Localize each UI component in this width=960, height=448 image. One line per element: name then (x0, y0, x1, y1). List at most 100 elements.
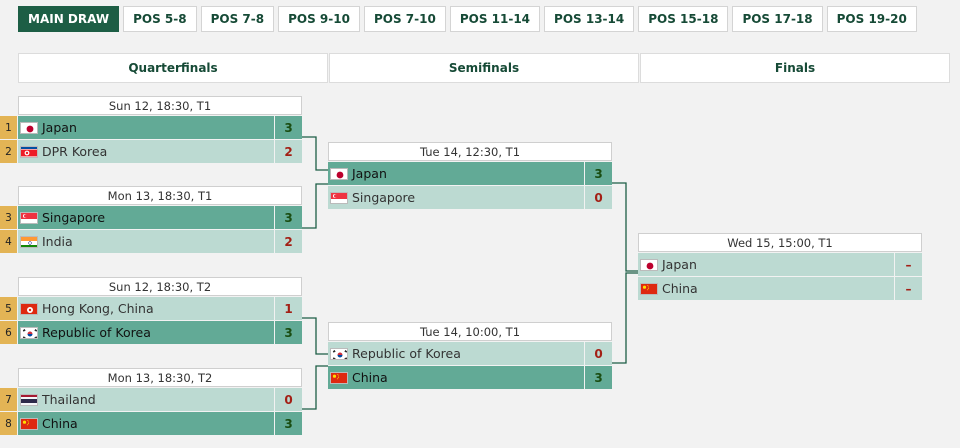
tab-pos-7-10[interactable]: POS 7-10 (363, 6, 446, 32)
tab-pos-17-18[interactable]: POS 17-18 (732, 6, 823, 32)
team-name: Republic of Korea (42, 325, 151, 340)
flag-hk-icon (20, 302, 38, 315)
team-score: 0 (585, 342, 612, 365)
team-name: China (662, 281, 698, 296)
team-row[interactable]: China – (638, 277, 922, 300)
tab-pos-13-14[interactable]: POS 13-14 (544, 6, 635, 32)
round-header-finals: Finals (640, 53, 950, 83)
team-cell: Japan (638, 253, 894, 276)
tab-main-draw[interactable]: MAIN DRAW (18, 6, 120, 32)
team-cell: Thailand (18, 388, 274, 411)
team-cell: Japan (18, 116, 274, 139)
team-score: 3 (585, 366, 612, 389)
team-cell: China (328, 366, 584, 389)
round-header-quarterfinals: Quarterfinals (18, 53, 328, 83)
seed-badge: 4 (0, 230, 17, 253)
team-name: Thailand (42, 392, 96, 407)
position-tabs: MAIN DRAW POS 5-8 POS 7-8 POS 9-10 POS 7… (18, 6, 917, 32)
connector-sf2-final (612, 272, 638, 364)
team-name: Republic of Korea (352, 346, 461, 361)
team-cell: Republic of Korea (328, 342, 584, 365)
flag-jp-icon (640, 258, 658, 271)
team-score: 3 (585, 162, 612, 185)
flag-in-icon (20, 235, 38, 248)
team-name: Singapore (352, 190, 416, 205)
tab-pos-9-10[interactable]: POS 9-10 (278, 6, 360, 32)
team-cell: DPR Korea (18, 140, 274, 163)
team-name: Hong Kong, China (42, 301, 154, 316)
team-score: 0 (275, 388, 302, 411)
team-row[interactable]: 3 Singapore 3 (0, 206, 302, 229)
tab-pos-5-8[interactable]: POS 5-8 (123, 6, 197, 32)
seed-badge: 1 (0, 116, 17, 139)
team-name: China (352, 370, 388, 385)
team-cell: Singapore (18, 206, 274, 229)
team-row[interactable]: 5 Hong Kong, China 1 (0, 297, 302, 320)
team-name: Singapore (42, 210, 106, 225)
team-score: – (895, 277, 922, 300)
team-cell: China (18, 412, 274, 435)
seed-badge: 2 (0, 140, 17, 163)
flag-cn-icon (330, 371, 348, 384)
team-row[interactable]: Republic of Korea 0 (328, 342, 612, 365)
team-name: Japan (42, 120, 77, 135)
tab-pos-11-14[interactable]: POS 11-14 (449, 6, 541, 32)
flag-th-icon (20, 393, 38, 406)
flag-jp-icon (330, 167, 348, 180)
seed-badge: 3 (0, 206, 17, 229)
team-cell: Singapore (328, 186, 584, 209)
seed-badge: 8 (0, 412, 17, 435)
tab-pos-7-8[interactable]: POS 7-8 (200, 6, 275, 32)
match-time: Wed 15, 15:00, T1 (638, 233, 922, 252)
tab-pos-15-18[interactable]: POS 15-18 (638, 6, 729, 32)
flag-kr-icon (330, 347, 348, 360)
team-cell: Japan (328, 162, 584, 185)
team-cell: Republic of Korea (18, 321, 274, 344)
team-row[interactable]: 1 Japan 3 (0, 116, 302, 139)
team-score: 2 (275, 140, 302, 163)
seed-badge: 6 (0, 321, 17, 344)
team-row[interactable]: China 3 (328, 366, 612, 389)
flag-kp-icon (20, 145, 38, 158)
connector-qf4-sf2 (302, 365, 328, 410)
match-time: Sun 12, 18:30, T2 (18, 277, 302, 296)
connector-sf1-final (612, 182, 638, 272)
flag-sg-icon (330, 191, 348, 204)
round-headers: Quarterfinals Semifinals Finals (18, 53, 950, 83)
team-row[interactable]: Japan– (638, 253, 922, 276)
match-time: Tue 14, 10:00, T1 (328, 322, 612, 341)
tab-pos-19-20[interactable]: POS 19-20 (826, 6, 917, 32)
team-name: Japan (662, 257, 697, 272)
match-time: Sun 12, 18:30, T1 (18, 96, 302, 115)
match-time: Mon 13, 18:30, T2 (18, 368, 302, 387)
team-row[interactable]: 4 India 2 (0, 230, 302, 253)
connector-qf1-sf1 (302, 136, 328, 171)
seed-badge: 7 (0, 388, 17, 411)
connector-qf2-sf1 (302, 183, 328, 229)
flag-cn-icon (640, 282, 658, 295)
team-score: 3 (275, 116, 302, 139)
team-score: 2 (275, 230, 302, 253)
team-name: India (42, 234, 73, 249)
flag-jp-icon (20, 121, 38, 134)
team-score: 3 (275, 206, 302, 229)
team-name: China (42, 416, 78, 431)
team-cell: India (18, 230, 274, 253)
team-score: 1 (275, 297, 302, 320)
flag-cn-icon (20, 417, 38, 430)
seed-badge: 5 (0, 297, 17, 320)
connector-qf3-sf2 (302, 317, 328, 355)
team-row[interactable]: 7 Thailand 0 (0, 388, 302, 411)
